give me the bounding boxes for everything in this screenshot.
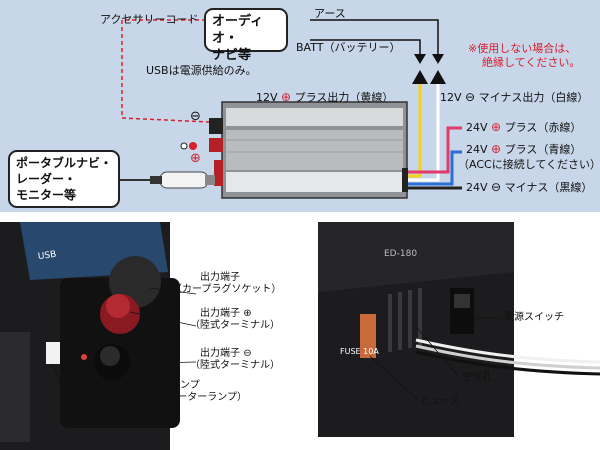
cap-out-minus-text: 出力端子	[200, 348, 240, 359]
minus-symbol: ⊖	[190, 109, 201, 124]
cap-out-minus-1: 出力端子 ⊖	[200, 348, 252, 360]
fuse	[360, 314, 376, 358]
plus-mark-icon: ⊕	[491, 142, 502, 156]
cap-power-switch: 電源スイッチ	[504, 312, 564, 323]
in24-plus-blue-text: プラス（青線）	[504, 143, 582, 156]
wiring-diagram: アクセサリーコード オーディオ・ ナビ等 アース BATT（バッテリー） ※使用…	[0, 0, 600, 212]
earth-line	[310, 19, 439, 54]
terminal-plus	[209, 138, 223, 152]
car-plug	[150, 171, 215, 189]
vent-slots	[388, 288, 422, 352]
in24-minus-voltage: 24V	[466, 181, 488, 194]
fuse-label: FUSE 10A	[340, 347, 379, 356]
cap-usb-port: USBポート	[74, 412, 125, 423]
wire-red	[408, 126, 462, 174]
cap-vent: 空気孔	[462, 372, 492, 383]
cable-black	[415, 350, 600, 376]
out12-minus-label: 12V ⊖ マイナス出力（白線）	[440, 90, 589, 105]
audio-nav-box: オーディオ・ ナビ等	[204, 8, 288, 63]
in24-plus-blue-label: 24V ⊕ プラス（青線）	[466, 142, 582, 157]
cap-power-lamp-2: （インディケーターランプ）	[118, 392, 247, 403]
wire-white	[408, 84, 440, 182]
in24-minus-label: 24V ⊖ マイナス（黒線）	[466, 180, 593, 195]
connector-12v-minus	[430, 70, 446, 84]
minus-mark-icon: ⊖	[465, 90, 476, 104]
power-lamp	[81, 354, 87, 360]
earth-label: アース	[314, 7, 346, 20]
device-line3: モニター等	[16, 188, 77, 202]
in24-plus-blue-voltage: 24V	[466, 143, 488, 156]
plus-terminal-clip	[189, 142, 197, 150]
plus-mark-icon: ⊕	[281, 90, 292, 104]
out12-minus-voltage: 12V	[440, 91, 462, 104]
device-line1: ポータブルナビ・	[16, 156, 113, 170]
batt-line	[310, 39, 421, 54]
terminal-minus	[209, 118, 223, 134]
wire-yellow	[408, 84, 422, 178]
accessory-cord-label: アクセサリーコード	[100, 13, 199, 26]
in24-plus-red-voltage: 24V	[466, 121, 488, 134]
out12-plus-label: 12V ⊕ プラス出力（黄線）	[256, 90, 394, 105]
out12-plus-text: プラス出力（黄線）	[294, 91, 394, 104]
minus-mark-icon: ⊖	[243, 348, 252, 359]
batt-label: BATT（バッテリー）	[296, 41, 401, 54]
plus-symbol: ⊕	[190, 151, 201, 166]
photo-rear-panel: ED-180 FUSE 10A 電源スイッチ 空気孔 ヒューズ	[300, 222, 600, 450]
in24-plus-red-text: プラス（赤線）	[504, 121, 582, 134]
rear-panel-svg	[318, 222, 600, 437]
cap-power-lamp-1: パワーランプ	[140, 380, 200, 391]
note-line2: 絶縁してください。	[482, 56, 581, 69]
plus-mark-icon: ⊕	[243, 308, 252, 319]
minus-mark-icon: ⊖	[491, 180, 502, 194]
acc-note: （ACCに接続してください）	[458, 158, 600, 171]
cap-out-minus-2: （陸式ターミナル）	[190, 360, 280, 371]
in24-minus-text: マイナス（黒線）	[504, 181, 593, 194]
cap-out-plus-text: 出力端子	[200, 308, 240, 319]
cable-white	[415, 338, 600, 364]
connector-12v-plus	[412, 70, 428, 84]
wiring-svg	[120, 19, 462, 199]
device-box: ポータブルナビ・ レーダー・ モニター等	[8, 150, 120, 208]
cap-out-socket-1: 出力端子	[200, 272, 240, 283]
cap-out-socket-2: （カープラグソケット）	[172, 284, 282, 295]
out12-plus-voltage: 12V	[256, 91, 278, 104]
model-label: ED-180	[384, 249, 418, 259]
audio-nav-line2: ナビ等	[212, 48, 252, 63]
accessory-cord-wire	[121, 19, 248, 123]
in24-plus-red-label: 24V ⊕ プラス（赤線）	[466, 120, 582, 135]
plus-mark-icon: ⊕	[491, 120, 502, 134]
cap-out-plus-1: 出力端子 ⊕	[200, 308, 252, 320]
front-panel-svg	[0, 222, 197, 450]
usb-port	[46, 342, 60, 364]
audio-nav-line1: オーディオ・	[212, 14, 264, 46]
note-line1: ※使用しない場合は、	[468, 42, 577, 55]
usb-power-note: USBは電源供給のみ。	[146, 64, 257, 77]
converter-body	[221, 101, 408, 199]
cap-out-plus-2: （陸式ターミナル）	[190, 320, 280, 331]
cap-fuse: ヒューズ	[420, 396, 460, 407]
photo-front-panel: USB 出力端子 （カープラグソケット） 出力端子 ⊕ （陸式ターミナル） 出力…	[0, 222, 300, 450]
wire-blue	[408, 150, 462, 186]
device-line2: レーダー・	[16, 172, 77, 186]
usb-panel-label: USB	[37, 249, 58, 263]
out12-minus-text: マイナス出力（白線）	[478, 91, 589, 104]
socket-body	[214, 160, 223, 186]
